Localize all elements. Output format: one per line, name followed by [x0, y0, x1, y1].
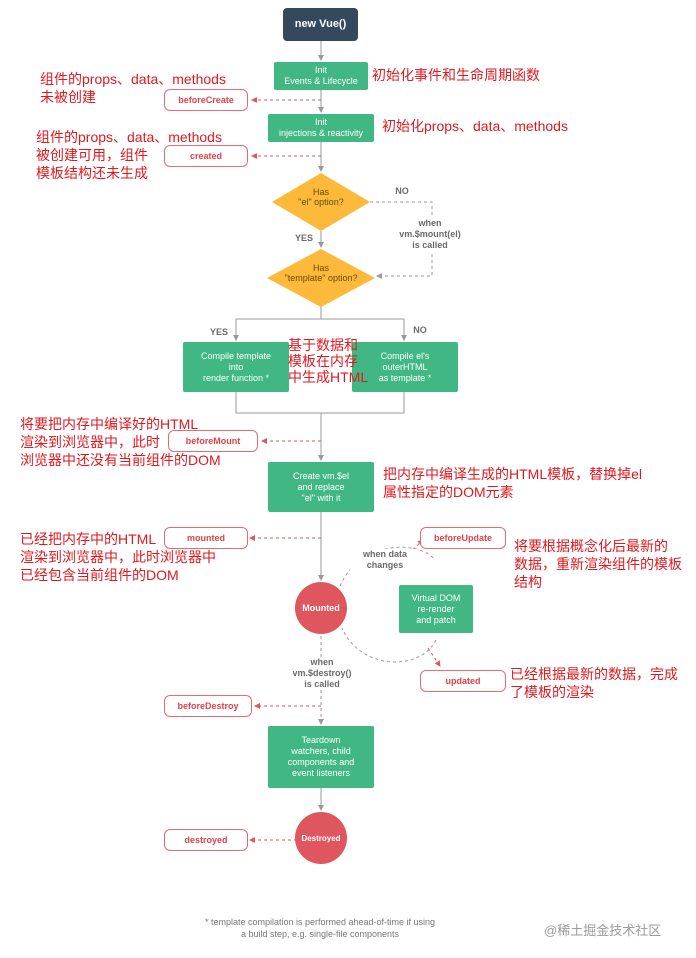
label-yes-el: YES — [294, 233, 313, 243]
note-updated: 已经根据最新的数据，完成 了模板的渲染 — [510, 666, 678, 700]
update-loop — [341, 627, 437, 663]
note-compile: 基于数据和 模板在内存 中生成HTML — [288, 337, 369, 385]
virtual-dom-box: Virtual DOM re-render and patch — [399, 585, 473, 633]
hook-line — [427, 647, 441, 667]
init-injections-box: Init injections & reactivity — [268, 114, 374, 142]
label-yes-template: YES — [209, 327, 228, 337]
note-init-injections: 初始化props、data、methods — [382, 118, 568, 134]
destroyed-circle: Destroyed — [295, 812, 347, 864]
hook-before-create: beforeCreate — [164, 89, 248, 111]
flow-line — [235, 392, 405, 414]
hook-before-mount: beforeMount — [168, 430, 258, 452]
hook-before-update: beforeUpdate — [420, 527, 506, 549]
label-when-data-changes: when data changes — [350, 549, 420, 571]
note-created: 组件的props、data、methods 被创建可用，组件 模板结构还未生成 — [36, 129, 222, 181]
note-before-mount: 将要把内存中编译好的HTML 渲染到浏览器中，此时 浏览器中还没有当前组件的DO… — [20, 416, 221, 468]
note-before-create: 组件的props、data、methods 未被创建 — [40, 71, 226, 105]
create-vm-el-box: Create vm.$el and replace "el" with it — [268, 462, 374, 512]
label-when-destroy: when vm.$destroy() is called — [276, 657, 368, 690]
new-vue-box: new Vue() — [283, 8, 358, 41]
hook-before-destroy: beforeDestroy — [164, 695, 252, 717]
mounted-circle: Mounted — [295, 582, 347, 634]
has-template-text: Has "template" option? — [284, 263, 358, 283]
label-no-el: NO — [395, 186, 409, 196]
label-no-template: NO — [413, 325, 427, 335]
update-loop — [339, 546, 436, 587]
decision-has-template — [267, 249, 375, 307]
note-mounted: 已经把内存中的HTML 渲染到浏览器中，此时浏览器中 已经包含当前组件的DOM — [20, 531, 216, 583]
footer-note: * template compilation is performed ahea… — [204, 917, 436, 939]
note-init-events: 初始化事件和生命周期函数 — [372, 67, 540, 83]
note-create-vm: 把内存中编译生成的HTML模板，替换掉el 属性指定的DOM元素 — [383, 466, 643, 500]
hook-updated: updated — [420, 670, 506, 692]
has-el-text: Has "el" option? — [298, 187, 344, 207]
hook-created: created — [164, 145, 248, 167]
hook-destroyed: destroyed — [164, 829, 248, 851]
compile-el-box: Compile el's outerHTML as template * — [352, 342, 458, 392]
note-before-update: 将要根据概念化后最新的 数据，重新渲染组件的模板 结构 — [514, 538, 682, 590]
label-when-mount: when vm.$mount(el) is called — [384, 218, 476, 251]
hook-mounted: mounted — [164, 527, 248, 549]
teardown-box: Teardown watchers, child components and … — [268, 726, 374, 788]
watermark: @稀土掘金技术社区 — [544, 923, 662, 938]
compile-template-box: Compile template into render function * — [183, 342, 289, 392]
decision-has-el — [272, 173, 370, 231]
init-events-box: Init Events & Lifecycle — [274, 62, 368, 90]
